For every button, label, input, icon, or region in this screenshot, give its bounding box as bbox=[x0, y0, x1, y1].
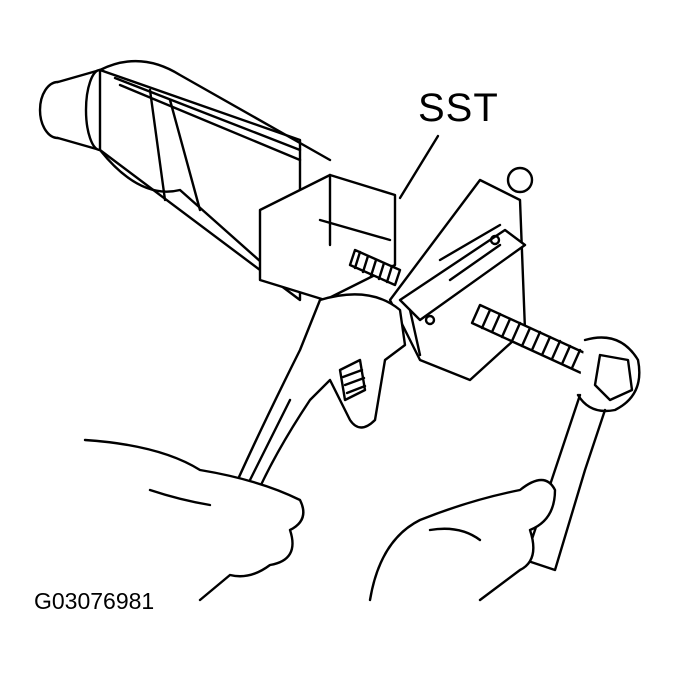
callout-label-sst: SST bbox=[418, 86, 499, 130]
figure-id: G03076981 bbox=[34, 588, 155, 614]
box-wrench bbox=[523, 336, 641, 572]
sst-leader-line bbox=[398, 134, 440, 200]
threaded-rod bbox=[348, 248, 602, 380]
adjustable-wrench bbox=[218, 293, 407, 522]
hands bbox=[83, 438, 557, 602]
cylinder-body bbox=[38, 60, 332, 302]
